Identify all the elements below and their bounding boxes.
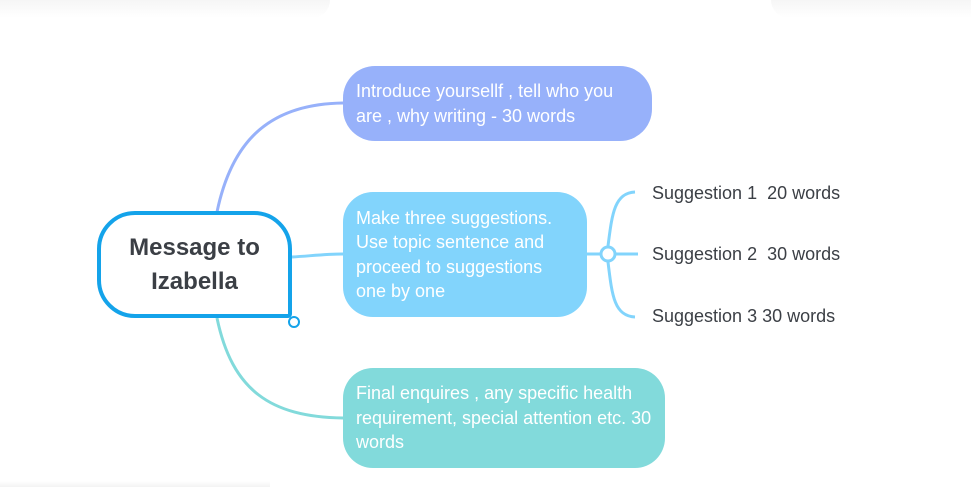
connector-root-to-topic-1: [215, 101, 344, 213]
topic-node-suggestions[interactable]: Make three suggestions. Use topic senten…: [343, 192, 587, 317]
topic-node-label: Make three suggestions. Use topic senten…: [356, 207, 553, 302]
bottom-left-shadow: [0, 481, 270, 487]
topic-node-introduction[interactable]: Introduce yoursellf , tell who you are ,…: [343, 66, 652, 141]
top-right-shadow: [771, 0, 971, 18]
subtopic-suggestion-2[interactable]: Suggestion 2 30 words: [652, 244, 841, 264]
branch-hub-handle[interactable]: [599, 245, 617, 263]
root-node-handle[interactable]: [288, 316, 300, 328]
top-left-shadow: [0, 0, 330, 18]
root-node-label: Message to Izabella: [129, 233, 260, 295]
connector-to-suggestion-3: [606, 261, 636, 319]
connector-to-suggestion-1: [606, 190, 636, 247]
connector-root-to-topic-3: [215, 317, 344, 420]
topic-node-label: Introduce yoursellf , tell who you are ,…: [356, 81, 614, 126]
subtopic-suggestion-1[interactable]: Suggestion 1 20 words: [652, 183, 841, 203]
subtopic-suggestion-3[interactable]: Suggestion 3 30 words: [652, 306, 836, 326]
topic-node-label: Final enquires , any specific health req…: [356, 383, 652, 453]
connector-root-to-topic-2: [291, 252, 344, 259]
root-node[interactable]: Message to Izabella: [97, 211, 292, 318]
topic-node-final-enquiries[interactable]: Final enquires , any specific health req…: [343, 368, 665, 468]
